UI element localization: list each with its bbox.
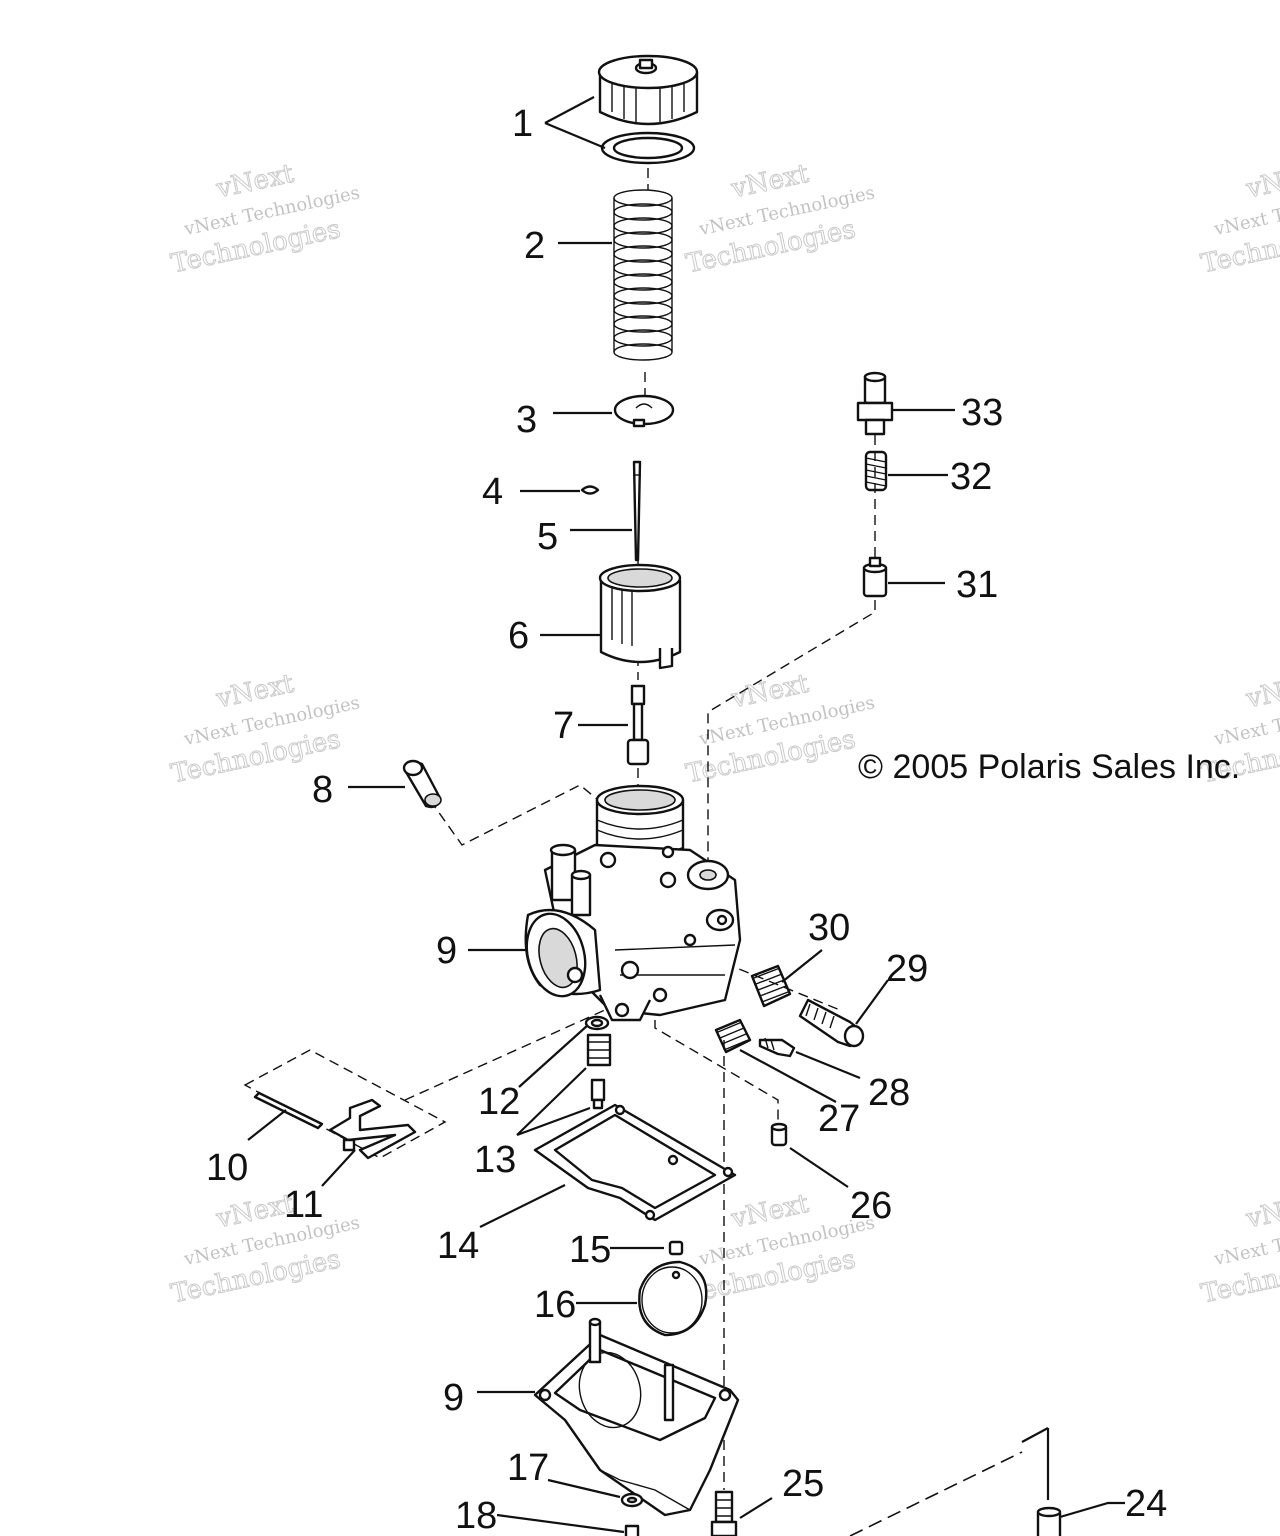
watermark: vNext vNext Technologies Technologies: [168, 668, 362, 790]
part-pilot-screw: [758, 1037, 796, 1058]
callout-6: 6: [508, 615, 529, 657]
part-e-clip: [580, 485, 600, 495]
callout-9-bowl: 9: [443, 1377, 464, 1419]
part-float-bowl: [533, 1317, 740, 1517]
part-33-adjuster: [856, 371, 894, 436]
part-main-jet: [586, 1033, 612, 1110]
callout-27: 27: [818, 1098, 860, 1140]
part-drain-washer: [620, 1492, 644, 1508]
callout-13: 13: [474, 1139, 516, 1181]
part-jet-needle: [632, 460, 642, 562]
part-throttle-slide: [598, 563, 682, 670]
callout-16: 16: [534, 1284, 576, 1326]
callout-11: 11: [284, 1184, 323, 1226]
part-choke-plunger: [402, 759, 442, 809]
callout-31: 31: [956, 564, 998, 606]
callout-30: 30: [808, 907, 850, 949]
watermark: vNext vNext Technologies Technologies: [168, 1188, 362, 1310]
callout-12: 12: [478, 1081, 520, 1123]
watermark: vNext vNext Technologies Technologies: [683, 668, 877, 790]
leader-lines: [247, 96, 1125, 1534]
callout-32: 32: [950, 456, 992, 498]
part-spring: [613, 189, 673, 361]
part-needle-retainer: [613, 394, 675, 428]
callout-3: 3: [516, 399, 537, 441]
callout-17: 17: [507, 1447, 549, 1489]
part-idle-screw: [798, 998, 865, 1048]
part-pilot-screw-spring: [714, 1018, 752, 1054]
part-cap-gasket: [600, 131, 696, 165]
watermark: vNext vNext Technologies Technologies: [1198, 1188, 1280, 1310]
callout-8: 8: [312, 769, 333, 811]
callout-28: 28: [868, 1072, 910, 1114]
callout-26: 26: [850, 1185, 892, 1227]
watermark-top: vNext: [1243, 669, 1280, 715]
callout-24: 24: [1125, 1483, 1167, 1525]
watermark-top: vNext: [1243, 1189, 1280, 1235]
watermark: vNext vNext Technologies Technologies: [683, 158, 877, 280]
callout-7: 7: [553, 705, 574, 747]
watermark: vNext vNext Technologies Technologies: [1198, 158, 1280, 280]
part-drain-screw: [624, 1524, 640, 1536]
callouts: 1 2 3 4 5 6 7 8 9 10 11 12 13 14 15 16 9…: [206, 103, 1167, 1536]
callout-1: 1: [512, 103, 533, 145]
part-31-plunger: [862, 556, 888, 598]
watermarks: vNext vNext Technologies Technologies vN…: [168, 158, 1280, 1310]
part-float: [638, 1260, 708, 1337]
part-32-spring: [864, 450, 888, 492]
callout-10: 10: [206, 1147, 248, 1189]
assembly-axis-lines: [404, 168, 1023, 1536]
part-needle-jet: [626, 684, 650, 766]
part-24-fitting: [1036, 1506, 1062, 1536]
copyright-notice: © 2005 Polaris Sales Inc.: [858, 748, 1240, 786]
callout-15: 15: [569, 1229, 611, 1271]
callout-5: 5: [537, 516, 558, 558]
callout-2: 2: [524, 225, 545, 267]
callout-9: 9: [436, 930, 457, 972]
part-carburetor-body: [524, 784, 742, 1022]
watermark: vNext vNext Technologies Technologies: [168, 158, 362, 280]
part-main-jet-washer: [584, 1015, 610, 1031]
callout-18: 18: [455, 1495, 497, 1536]
part-float-needle: [668, 1240, 684, 1256]
callout-25: 25: [782, 1463, 824, 1505]
callout-14: 14: [437, 1225, 479, 1267]
callout-4: 4: [482, 471, 503, 513]
part-float-bowl-gasket: [533, 1103, 737, 1222]
part-float-pin-plate: [243, 1049, 447, 1160]
callout-33: 33: [961, 392, 1003, 434]
part-cap: [597, 54, 699, 126]
part-26-plug: [770, 1122, 788, 1147]
watermark-top: vNext: [1243, 159, 1280, 205]
callout-29: 29: [886, 948, 928, 990]
part-idle-screw-spring: [750, 964, 792, 1008]
part-bowl-screw: [710, 1490, 738, 1536]
